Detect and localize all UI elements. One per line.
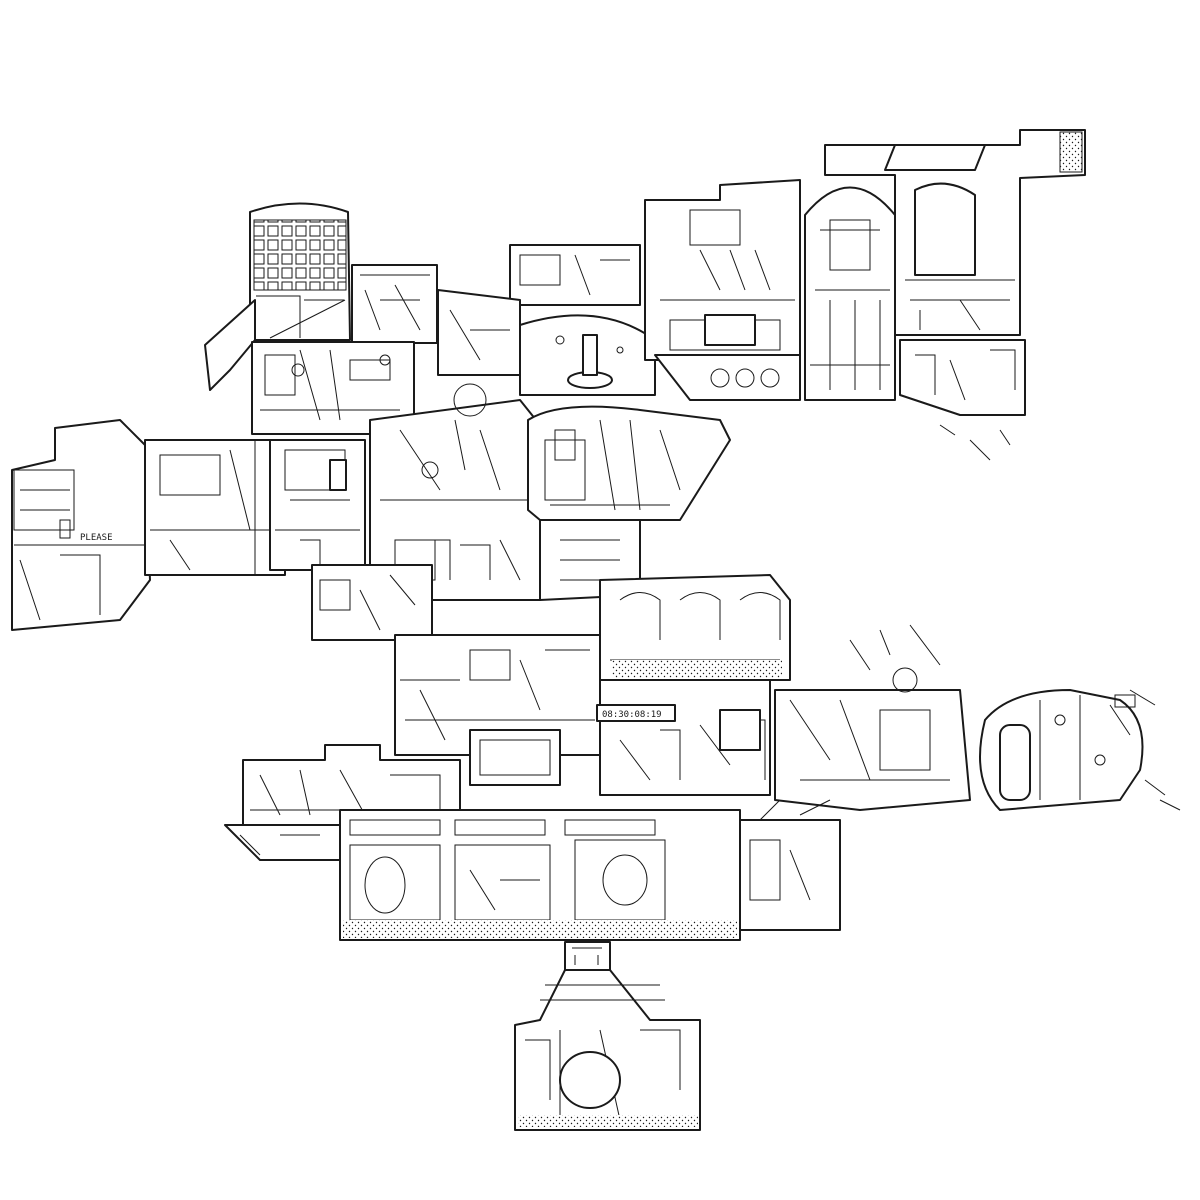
left-wing-module: PLEASE — [11, 419, 366, 631]
poster-sign: PLEASE — [80, 533, 113, 543]
submarine-pod — [979, 689, 1144, 811]
tower-module — [204, 202, 438, 391]
character-at-bottom-module[interactable] — [559, 1051, 621, 1109]
engine-hall-module — [527, 405, 731, 601]
character-with-fez[interactable] — [329, 459, 347, 491]
lower-hall-module — [339, 799, 841, 941]
machinery-module — [311, 383, 541, 641]
control-room-module — [644, 179, 801, 401]
character-in-submarine[interactable] — [999, 724, 1031, 801]
character-at-control-desk[interactable] — [704, 314, 756, 346]
lower-corridor-module — [224, 744, 461, 861]
arch-hall-module — [599, 574, 791, 681]
central-hub-module: 08:30:08:19 — [394, 634, 771, 796]
starboard-wing-module — [824, 129, 1086, 461]
theater-module — [437, 244, 656, 396]
bottom-pod-module — [514, 941, 701, 1131]
crash-scene-module — [774, 624, 1181, 811]
dome-module — [804, 186, 896, 401]
clock-display: 08:30:08:19 — [602, 710, 662, 720]
character-walking-corridor[interactable] — [719, 709, 761, 751]
character-on-pedestal[interactable] — [582, 334, 598, 376]
